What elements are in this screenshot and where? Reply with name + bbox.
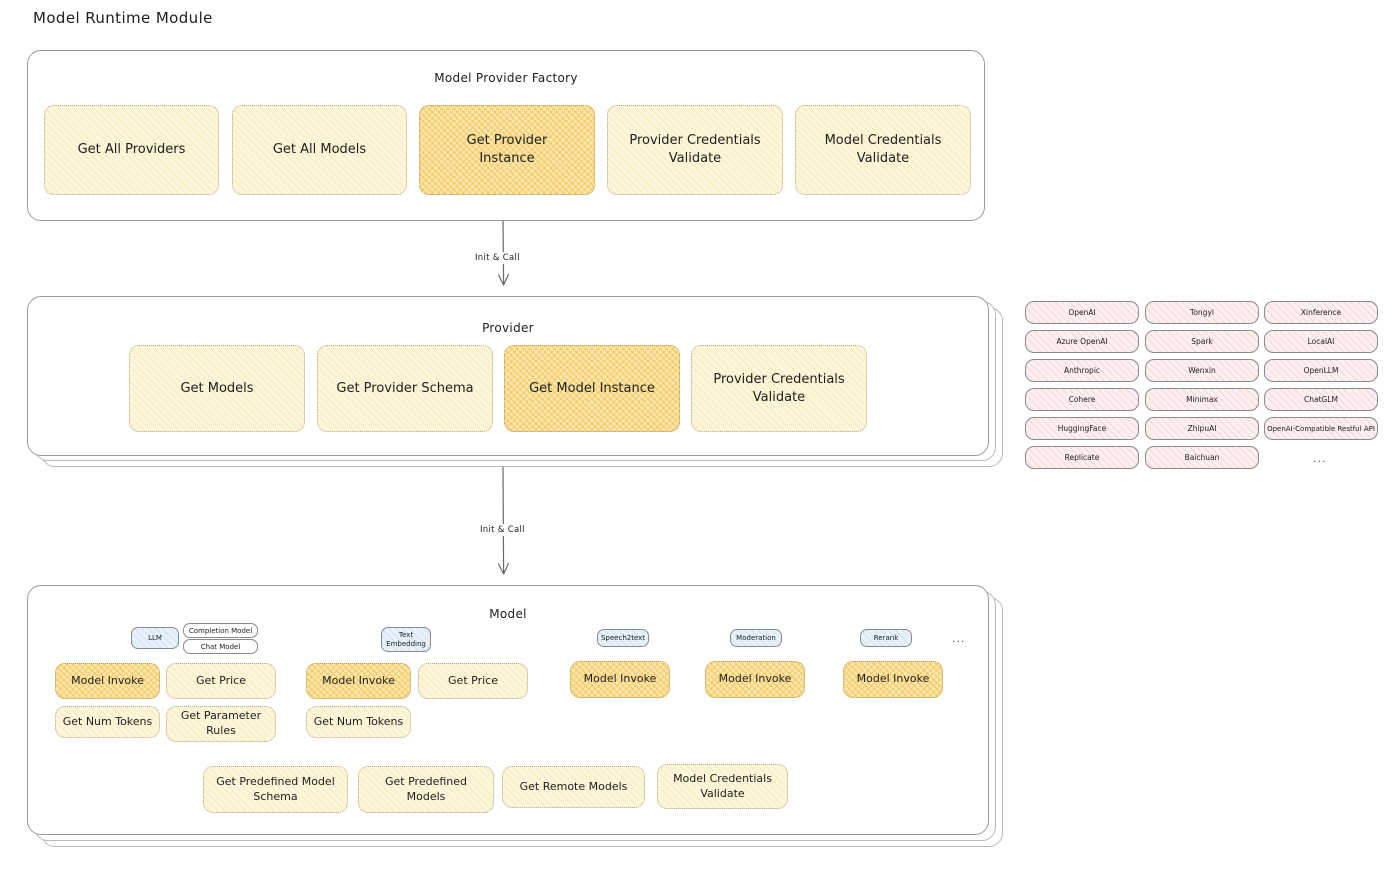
speech2text-op-model-invoke[interactable]: Model Invoke [570,661,670,698]
provider-box-get-provider-schema[interactable]: Get Provider Schema [317,345,493,432]
factory-title: Model Provider Factory [434,71,578,85]
model-common-op-get-predefined-models[interactable]: Get Predefined Models [358,766,494,813]
provider-chip-cohere[interactable]: Cohere [1025,388,1139,411]
provider-box-get-model-instance[interactable]: Get Model Instance [504,345,680,432]
model-types-more: ... [952,632,966,645]
provider-title: Provider [482,321,534,335]
provider-chip-openai-compatible-restful-api[interactable]: OpenAI-Compatible Restful API [1264,417,1378,440]
provider-chip-localai[interactable]: LocalAI [1264,330,1378,353]
moderation-op-model-invoke[interactable]: Model Invoke [705,661,805,698]
factory-box-provider-credentials-validate[interactable]: Provider Credentials Validate [607,105,783,195]
model-type-chip-rerank[interactable]: Rerank [860,629,912,647]
text-embedding-op-get-price[interactable]: Get Price [418,663,528,699]
page-title: Model Runtime Module [33,9,213,27]
provider-chip-azure-openai[interactable]: Azure OpenAI [1025,330,1139,353]
provider-chip-openllm[interactable]: OpenLLM [1264,359,1378,382]
provider-chip-wenxin[interactable]: Wenxin [1145,359,1259,382]
text-embedding-op-model-invoke[interactable]: Model Invoke [306,663,411,699]
arrow-provider-to-model [497,467,509,575]
provider-chip-anthropic[interactable]: Anthropic [1025,359,1139,382]
model-common-op-get-remote-models[interactable]: Get Remote Models [502,766,645,808]
llm-op-get-parameter-rules[interactable]: Get Parameter Rules [166,706,276,742]
model-subchip-completion-model[interactable]: Completion Model [183,623,258,638]
model-type-chip-speech2text[interactable]: Speech2text [597,629,649,647]
factory-box-get-all-providers[interactable]: Get All Providers [44,105,219,195]
provider-chip-chatglm[interactable]: ChatGLM [1264,388,1378,411]
provider-list-more: ... [1313,452,1327,465]
arrow-label-init-call-2: Init & Call [478,524,527,536]
factory-box-model-credentials-validate[interactable]: Model Credentials Validate [795,105,971,195]
provider-chip-xinference[interactable]: Xinference [1264,301,1378,324]
provider-chip-spark[interactable]: Spark [1145,330,1259,353]
arrow-label-init-call-1: Init & Call [473,252,522,264]
factory-box-get-all-models[interactable]: Get All Models [232,105,407,195]
llm-op-get-price[interactable]: Get Price [166,663,276,699]
provider-box-get-models[interactable]: Get Models [129,345,305,432]
model-type-chip-moderation[interactable]: Moderation [730,629,782,647]
provider-chip-openai[interactable]: OpenAI [1025,301,1139,324]
rerank-op-model-invoke[interactable]: Model Invoke [843,661,943,698]
provider-chip-zhipuai[interactable]: ZhipuAI [1145,417,1259,440]
provider-chip-tongyi[interactable]: Tongyi [1145,301,1259,324]
llm-op-get-num-tokens[interactable]: Get Num Tokens [55,706,160,738]
model-subchip-chat-model[interactable]: Chat Model [183,639,258,654]
provider-chip-baichuan[interactable]: Baichuan [1145,446,1259,469]
model-common-op-model-credentials-validate[interactable]: Model Credentials Validate [657,764,788,809]
model-common-op-get-predefined-model-schema[interactable]: Get Predefined Model Schema [203,766,348,813]
model-type-chip-llm[interactable]: LLM [131,627,179,649]
provider-chip-huggingface[interactable]: HuggingFace [1025,417,1139,440]
provider-chip-minimax[interactable]: Minimax [1145,388,1259,411]
provider-box-provider-credentials-validate[interactable]: Provider Credentials Validate [691,345,867,432]
model-type-chip-text-embedding[interactable]: Text Embedding [381,627,431,652]
model-title: Model [489,607,527,621]
provider-chip-replicate[interactable]: Replicate [1025,446,1139,469]
text-embedding-op-get-num-tokens[interactable]: Get Num Tokens [306,706,411,738]
factory-box-get-provider-instance[interactable]: Get Provider Instance [419,105,595,195]
llm-op-model-invoke[interactable]: Model Invoke [55,663,160,699]
